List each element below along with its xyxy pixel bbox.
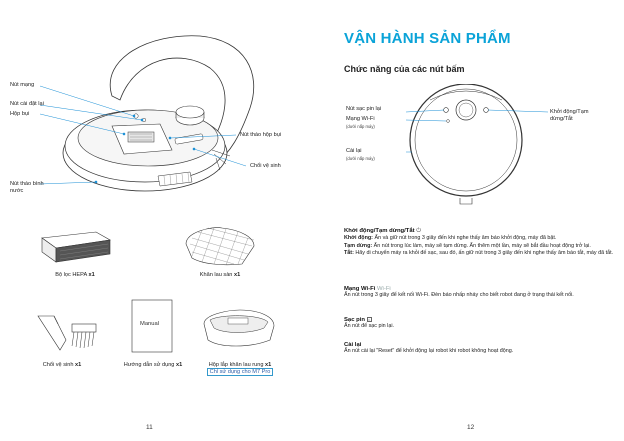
hepa-filter-illustration [41,231,111,263]
accessory-vibrating-mop-box: Hộp lắp khăn lau rung x1 Chỉ sử dụng cho… [200,362,280,376]
diagram-wifi-label: Mạng Wi-Fi [346,116,375,122]
diagram-start-pause-label: Khởi động/Tạm dừng/Tắt [550,109,589,123]
left-page: Nút mạng Nút cài đặt lại Hộp bụi Nút thá… [10,35,282,431]
callout-network-button: Nút mạng [10,82,35,88]
section-power-heading: Khởi động/Tạm dừng/Tắt ⏻ [344,228,422,234]
callout-reset-button: Nút cài đặt lại [10,101,44,107]
robot-top-view-diagram [405,84,549,205]
page-title: VẬN HÀNH SẢN PHẨM [344,30,511,47]
accessory-user-manual: Hướng dẫn sử dụng x1 [123,362,183,368]
wifi-icon: Wi-Fi [377,286,391,292]
accessory-cleaning-brush: Chổi vệ sinh x1 [42,362,82,368]
section-power-text: Khởi động: Ấn và giữ nút trong 3 giây đế… [344,235,614,257]
section-wifi-heading: Mạng Wi-Fi Wi-Fi [344,286,391,292]
section-wifi: Mạng Wi-Fi Wi-Fi Ấn nút trong 3 giây để … [344,286,616,300]
right-page: 12 [312,0,624,441]
section-reset-text: Ấn nút cài lại "Reset" để khởi động lại … [344,348,514,354]
accessory-mop-cloth: Khăn lau sàn x1 [199,272,241,278]
m7-pro-only-note: Chỉ sử dụng cho M7 Pro [206,368,274,376]
page-number-right: 12 [467,424,475,431]
callout-dust-box-release: Nút tháo hộp bụi [240,132,282,138]
section-reset: Cài lại Ấn nút cài lại "Reset" để khởi đ… [344,342,616,356]
section-reset-heading: Cài lại [344,342,362,348]
page-number-left: 11 [146,424,153,431]
callout-water-tank-release-line2: nước [10,188,24,194]
diagram-reset-label: Cài lại [346,148,362,154]
robot-open-lid-illustration [40,35,255,192]
section-charge-text: Ấn nút để sạc pin lại. [344,323,395,329]
callout-water-tank-release-line1: Nút tháo bình [10,181,44,187]
section-charge: Sạc pin ⌂ Ấn nút để sạc pin lại. [344,317,616,331]
cleaning-brush-illustration [37,315,97,351]
section-subtitle: Chức năng của các nút bấm [344,64,465,74]
manual-illustration [131,299,173,353]
section-power: Khởi động/Tạm dừng/Tắt ⏻ Khởi động: Ấn v… [344,228,616,258]
home-icon: ⌂ [366,317,372,322]
callout-cleaning-brush: Chổi vệ sinh [250,163,281,169]
mop-cloth-illustration [185,227,255,266]
manual-cover-label: Manual [140,321,160,327]
accessory-hepa-filter: Bộ lọc HEPA x1 [55,272,95,278]
callout-dust-box: Hộp bụi [10,111,30,117]
section-wifi-text: Ấn nút trong 3 giây để kết nối Wi-Fi. Đè… [344,292,574,298]
power-icon: ⏻ [416,228,422,234]
callout-water-tank-release: Nút tháo bình nước [10,181,44,195]
diagram-start-pause-line2: dừng/Tắt [550,116,573,122]
diagram-start-pause-line1: Khởi động/Tạm [550,109,589,115]
diagram-wifi-note: (dưới nắp máy) [346,124,375,129]
diagram-reset-note: (dưới nắp máy) [346,156,375,161]
diagram-charge-button-label: Nút sạc pin lại [346,106,382,112]
vibrating-mop-box-illustration [203,309,275,347]
section-charge-heading: Sạc pin ⌂ [344,317,372,323]
